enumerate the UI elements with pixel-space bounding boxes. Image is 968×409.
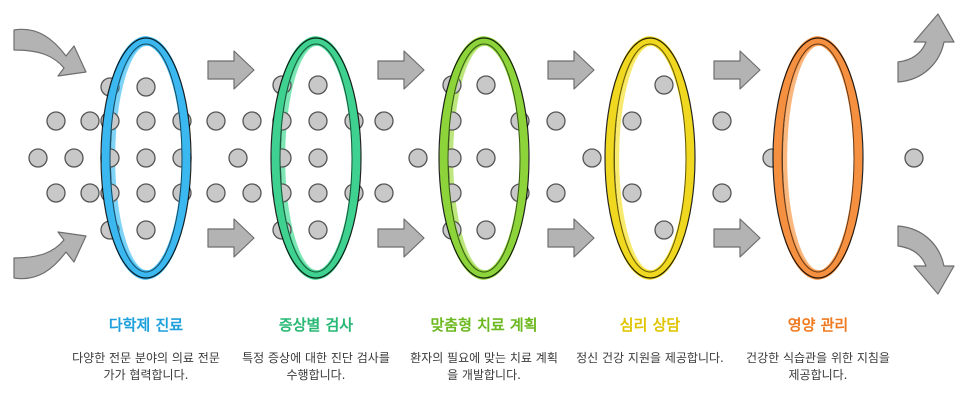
curved-arrow-in-icon <box>13 28 87 77</box>
particle-dot <box>206 183 226 203</box>
particle-dot <box>654 75 674 95</box>
ring-inner-outline-3 <box>447 43 521 273</box>
particle-dot <box>46 183 66 203</box>
particle-dot <box>206 111 226 131</box>
ring-outline-5 <box>772 37 864 279</box>
ring-inner-outline-1 <box>109 43 183 273</box>
particle-dot <box>80 183 100 203</box>
particle-dot <box>582 148 602 168</box>
particle-dot <box>242 111 262 131</box>
particle-dot <box>476 148 496 168</box>
ring-1 <box>101 36 191 280</box>
stage-description-5: 건강한 식습관을 위한 지침을 제공합니다. <box>746 351 890 382</box>
particle-dot <box>408 148 428 168</box>
stage-description-4: 정신 건강 지원을 제공합니다. <box>576 351 724 365</box>
ring-outline-1 <box>100 37 192 279</box>
arrow-right-icon <box>377 50 425 90</box>
ring-5 <box>773 36 863 280</box>
arrow-right-icon <box>713 218 761 258</box>
particle-dot <box>374 183 394 203</box>
arrow-right-icon <box>207 50 255 90</box>
ring-3 <box>439 36 529 280</box>
stage-title-5: 영양 관리 <box>787 316 849 334</box>
curved-arrow-out-icon <box>897 225 955 295</box>
particle-dot <box>136 220 156 240</box>
particle-dot <box>476 220 496 240</box>
arrow-right-icon <box>713 50 761 90</box>
ring-outline-4 <box>604 37 696 279</box>
stage-title-4: 심리 상담 <box>619 316 681 334</box>
ring-outline-2 <box>270 37 362 279</box>
ring-2 <box>271 36 361 280</box>
particle-dot <box>80 111 100 131</box>
particle-dot <box>374 111 394 131</box>
arrow-right-icon <box>547 50 595 90</box>
particle-dot <box>308 148 328 168</box>
particle-dot <box>308 75 328 95</box>
particle-dot <box>904 148 924 168</box>
stage-title-3: 맞춤형 치료 계획 <box>430 316 538 334</box>
stage-description-3: 환자의 필요에 맞는 치료 계획을 개발합니다. <box>410 351 558 382</box>
process-diagram <box>13 13 955 295</box>
stage-description-1: 다양한 전문 분야의 의료 전문가가 협력합니다. <box>72 351 220 382</box>
particle-dot <box>136 148 156 168</box>
particle-dot <box>136 183 156 203</box>
particle-dot <box>308 111 328 131</box>
particle-dot <box>712 183 732 203</box>
particle-dot <box>546 111 566 131</box>
particle-dot <box>308 220 328 240</box>
ring-inner-outline-5 <box>781 43 855 273</box>
curved-arrow-in-icon <box>13 231 87 280</box>
particle-dot <box>622 183 642 203</box>
particle-dot <box>622 111 642 131</box>
ring-inner-outline-4 <box>613 43 687 273</box>
particle-dot <box>308 183 328 203</box>
particle-dot <box>712 111 732 131</box>
particle-dot <box>136 111 156 131</box>
particle-dot <box>476 75 496 95</box>
particle-dot <box>136 77 156 97</box>
curved-arrow-out-icon <box>897 13 955 83</box>
particle-dot <box>546 183 566 203</box>
particle-dot <box>46 111 66 131</box>
ring-4 <box>605 36 695 280</box>
particle-dot <box>654 220 674 240</box>
particle-dot <box>242 183 262 203</box>
arrow-right-icon <box>207 218 255 258</box>
particle-dot <box>28 148 48 168</box>
ring-inner-outline-2 <box>279 43 353 273</box>
arrow-right-icon <box>547 218 595 258</box>
particle-dot <box>228 148 248 168</box>
ring-outline-3 <box>438 37 530 279</box>
particle-dot <box>64 148 84 168</box>
stage-title-2: 증상별 검사 <box>278 316 354 334</box>
stage-description-2: 특정 증상에 대한 진단 검사를 수행합니다. <box>242 351 390 382</box>
stage-title-1: 다학제 진료 <box>108 316 184 334</box>
arrow-right-icon <box>377 218 425 258</box>
